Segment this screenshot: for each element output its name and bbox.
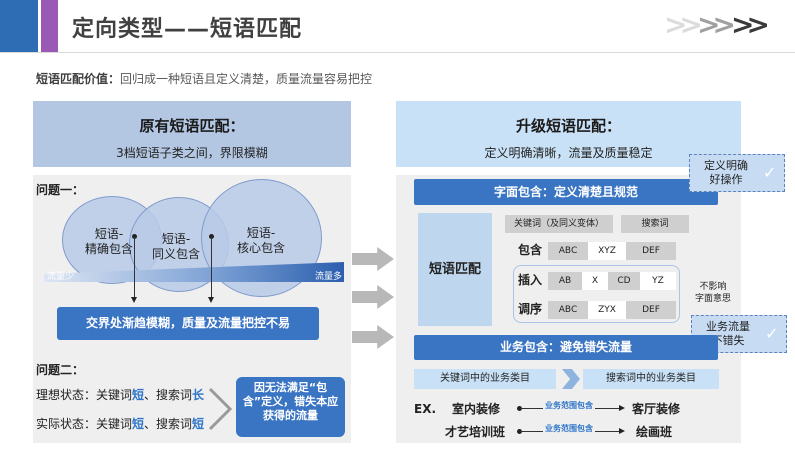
example-relation-label: 业务范围包含 — [543, 423, 595, 434]
subtitle-label: 短语匹配价值： — [36, 72, 121, 86]
right-arrow-icon — [352, 325, 394, 349]
contain-cell: XYZ — [588, 242, 626, 260]
down-arrow-icon — [208, 297, 214, 303]
header-accent-bar-purple — [41, 0, 58, 52]
right-arrow-icon — [619, 428, 625, 434]
order-cell: DEF — [626, 301, 676, 319]
order-cell: ABC — [548, 301, 588, 319]
subtitle: 短语匹配价值：回归成一种短语且定义清楚，质量流量容易把控 — [36, 70, 372, 87]
chevron-right-icon: >> — [697, 8, 736, 41]
left-panel-title: 原有短语匹配： — [139, 117, 245, 135]
problem-one-label: 问题一： — [36, 183, 85, 197]
chevron-right-icon — [562, 369, 580, 389]
right-arrow-icon — [619, 405, 625, 411]
actual-state: 实际状态：关键词短、搜索词短 — [36, 415, 204, 432]
contain-cell: DEF — [626, 242, 676, 260]
circle-core-label: 短语- 核心包含 — [236, 226, 285, 255]
ideal-keyword-length: 短 — [132, 388, 145, 402]
row-label-insert: 插入 — [518, 273, 543, 287]
left-panel-header: 原有短语匹配： 3档短语子类之间，界限模糊 — [33, 101, 351, 167]
example-keyword: 室内装修 — [452, 402, 501, 416]
boundary-line — [134, 237, 135, 298]
ideal-state-prefix: 理想状态：关键词 — [36, 388, 133, 402]
example-search-term: 客厅装修 — [632, 402, 681, 416]
checkmark-icon: ✓ — [765, 324, 779, 343]
example-relation-label: 业务范围包含 — [543, 400, 595, 411]
insert-cell: AB — [548, 272, 582, 290]
page-title: 定向类型——短语匹配 — [72, 17, 303, 42]
insert-cell: CD — [608, 272, 640, 290]
header-accent-bar-blue — [0, 0, 38, 52]
phrase-match-box: 短语匹配 — [418, 213, 492, 326]
right-arrow-icon — [352, 285, 394, 309]
blur-boundary-box: 交界处渐趋模糊，质量及流量把控不易 — [57, 307, 319, 340]
example-label: EX. — [414, 402, 437, 416]
insert-cell: YZ — [640, 272, 676, 290]
keyword-business-category: 关键词中的业务类目 — [414, 369, 556, 389]
example-keyword: 才艺培训班 — [445, 425, 506, 439]
chevron-right-icon: >> — [664, 8, 703, 41]
literal-contain-box: 字面包含：定义清楚且规范 — [414, 179, 718, 205]
flow-high-label: 流量多 — [315, 272, 343, 282]
subtitle-text: 回归成一种短语且定义清楚，质量流量容易把控 — [120, 72, 373, 86]
bracket-arrow-icon — [208, 387, 233, 431]
no-meaning-change-note: 不影响 字面意思 — [694, 282, 731, 304]
boundary-line — [211, 237, 212, 298]
ideal-search-length: 长 — [192, 388, 205, 402]
business-contain-box: 业务包含：避免错失流量 — [414, 335, 718, 360]
insert-order-group — [513, 265, 680, 323]
callout-clear-definition: 定义明确 好操作 — [689, 154, 785, 192]
chevron-right-icon: >> — [731, 8, 770, 41]
row-label-contain: 包含 — [518, 243, 543, 257]
search-column-header: 搜索词 — [621, 215, 689, 233]
contain-cell: ABC — [548, 242, 588, 260]
problem-two-label: 问题二： — [36, 363, 85, 377]
order-cell: ZYX — [588, 301, 626, 319]
keyword-column-header: 关键词（及同义变体） — [505, 215, 613, 233]
right-panel-header: 升级短语匹配： 定义明确清晰，流量及质量稳定 — [396, 101, 741, 167]
search-business-category: 搜索词中的业务类目 — [583, 369, 719, 389]
actual-state-prefix: 实际状态：关键词 — [36, 417, 133, 431]
right-panel-title: 升级短语匹配： — [515, 117, 621, 135]
right-panel-desc: 定义明确清晰，流量及质量稳定 — [484, 146, 653, 160]
insert-cell: X — [582, 272, 608, 290]
example-dot — [517, 429, 522, 434]
left-panel-desc: 3档短语子类之间，界限模糊 — [116, 146, 268, 160]
boundary-dot — [132, 234, 137, 239]
flow-low-label: 流量少 — [47, 272, 75, 282]
checkmark-icon: ✓ — [763, 163, 777, 182]
circle-exact-label: 短语- 精确包含 — [84, 227, 133, 256]
right-arrow-icon — [352, 247, 394, 271]
actual-state-mid: 、搜索词 — [144, 417, 193, 431]
boundary-dot — [209, 234, 214, 239]
example-search-term: 绘画班 — [636, 425, 673, 439]
row-label-order: 调序 — [518, 302, 543, 316]
actual-keyword-length: 短 — [132, 417, 145, 431]
circle-synonym-label: 短语- 同义包含 — [151, 232, 200, 261]
actual-search-length: 短 — [192, 417, 205, 431]
header-divider — [0, 52, 795, 53]
down-arrow-icon — [131, 297, 137, 303]
missed-traffic-box: 因无法满足“包含”定义，错失本应获得的流量 — [236, 377, 345, 437]
example-dot — [517, 406, 522, 411]
ideal-state: 理想状态：关键词短、搜索词长 — [36, 386, 204, 403]
ideal-state-mid: 、搜索词 — [144, 388, 193, 402]
